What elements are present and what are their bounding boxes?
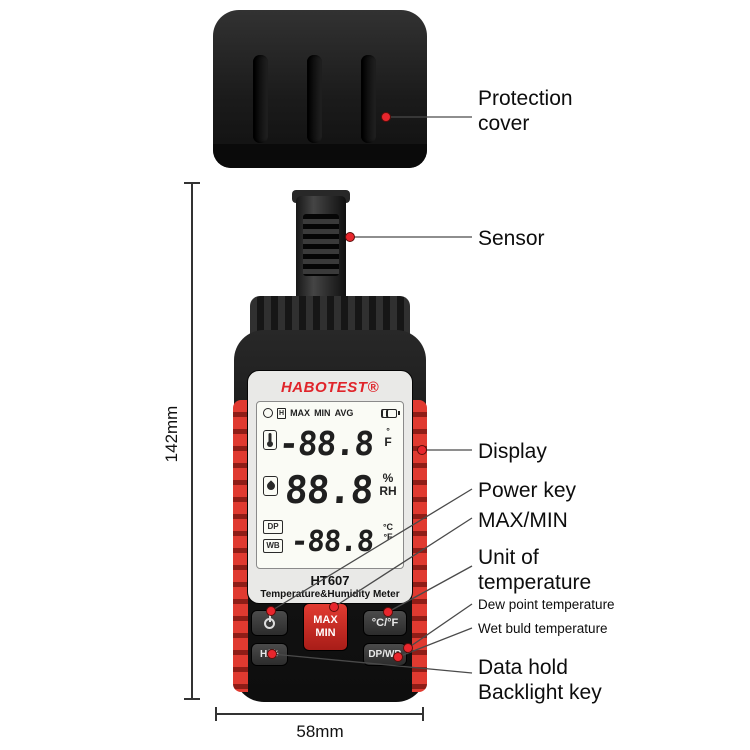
- protection-cover: [213, 10, 427, 168]
- label-protection-cover: Protection cover: [478, 87, 573, 135]
- lcd-humidity-row: 88.8 % RH: [263, 466, 397, 512]
- lcd-temperature-row: -88.8 ° F: [263, 422, 397, 464]
- lcd-display: H MAX MIN AVG -88.8 ° F 88.8 % RH: [256, 401, 404, 569]
- brand-logo: HABOTEST®: [280, 379, 380, 396]
- width-dimension-cap-right: [422, 707, 424, 721]
- unit-button: °C/°F: [363, 610, 407, 636]
- cover-slot: [361, 55, 376, 143]
- cover-slot: [307, 55, 322, 143]
- lcd-dewpoint-value: -88.8: [289, 524, 375, 558]
- rubber-grip-right: [412, 400, 427, 692]
- lcd-status-row: H MAX MIN AVG: [263, 406, 400, 420]
- label-power-key: Power key: [478, 479, 577, 502]
- lcd-humidity-value: 88.8: [283, 468, 375, 512]
- width-dimension-label: 58mm: [296, 722, 344, 741]
- lcd-humidity-unit: % RH: [379, 472, 397, 498]
- maxmin-button: MAX MIN: [303, 603, 348, 651]
- front-panel: HABOTEST® H MAX MIN AVG -88.8 ° F 8: [247, 370, 413, 604]
- lcd-temperature-unit: ° F: [379, 426, 397, 449]
- avg-indicator: AVG: [334, 408, 354, 418]
- height-dimension-cap-top: [184, 182, 200, 184]
- lcd-temperature-value: -88.8: [277, 424, 375, 463]
- label-unit-of-temperature: Unit of temperature: [478, 546, 592, 594]
- power-icon: [264, 617, 275, 629]
- degree-sign: °: [386, 426, 390, 436]
- height-dimension-cap-bottom: [184, 698, 200, 700]
- fahrenheit-sign: F: [384, 435, 392, 449]
- height-dimension-label: 142mm: [162, 405, 181, 463]
- rh-sign: RH: [379, 484, 397, 498]
- lcd-dewpoint-row: DP WB -88.8 °C °F: [263, 516, 397, 562]
- label-dew-point: Dew point temperature: [478, 597, 615, 612]
- dp-indicator: DP: [263, 520, 283, 534]
- label-wet-bulb: Wet buld temperature: [478, 621, 608, 636]
- percent-sign: %: [382, 471, 394, 485]
- dpwb-button: DP/WB: [363, 643, 407, 666]
- maxmin-button-label-top: MAX: [313, 614, 338, 626]
- width-dimension-cap-left: [215, 707, 217, 721]
- lcd-dewpoint-unit: °C °F: [379, 522, 397, 542]
- height-dimension-line: [191, 182, 193, 700]
- maxmin-button-label-bottom: MIN: [315, 627, 336, 639]
- power-button: [251, 610, 288, 636]
- label-max-min: MAX/MIN: [478, 509, 568, 532]
- sensor-vents: [303, 214, 339, 276]
- celsius-sign: °C: [382, 522, 394, 532]
- hold-indicator: H: [277, 407, 287, 419]
- sensor-probe: [296, 196, 346, 302]
- rubber-grip-left: [233, 400, 248, 692]
- hold-backlight-button: H/☀: [251, 643, 288, 666]
- model-number: HT607: [310, 573, 350, 588]
- max-indicator: MAX: [290, 408, 311, 418]
- humidity-drop-icon: [263, 476, 278, 496]
- battery-icon: [381, 408, 400, 418]
- cover-lip: [213, 144, 427, 168]
- width-dimension-line: [215, 713, 424, 715]
- thermometer-icon: [263, 430, 277, 450]
- device-subtitle: Temperature&Humidity Meter: [260, 589, 400, 600]
- fahrenheit-sign: °F: [383, 532, 393, 542]
- clock-icon: [263, 408, 273, 418]
- cover-slot: [253, 55, 268, 143]
- label-data-hold-backlight: Data hold Backlight key: [478, 656, 602, 704]
- wb-indicator: WB: [263, 539, 283, 553]
- label-display: Display: [478, 440, 547, 463]
- min-indicator: MIN: [314, 408, 331, 418]
- label-sensor: Sensor: [478, 227, 545, 250]
